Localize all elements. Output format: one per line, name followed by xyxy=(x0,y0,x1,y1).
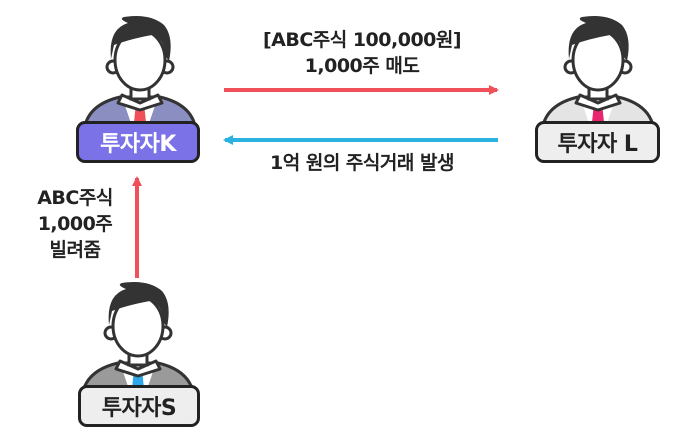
investor-l-label: 투자자 L xyxy=(535,121,660,163)
payment-label: 1억 원의 주식거래 발생 xyxy=(270,152,454,174)
sell-label-line1: [ABC주식 100,000원] xyxy=(262,29,462,51)
investor-l-figure xyxy=(540,14,656,134)
investor-s-label: 투자자S xyxy=(78,385,200,427)
sell-label: [ABC주식 100,000원] 1,000주 매도 xyxy=(232,27,492,79)
lend-label: ABC주식 1,000주 빌려줌 xyxy=(20,185,130,263)
investor-k-figure xyxy=(82,14,198,134)
lend-label-line1: ABC주식 xyxy=(37,187,113,209)
lend-label-line3: 빌려줌 xyxy=(49,239,101,261)
sell-label-line2: 1,000주 매도 xyxy=(304,55,420,77)
investor-s-figure xyxy=(80,280,196,400)
lend-label-line2: 1,000주 xyxy=(37,213,113,235)
investor-k-label: 투자자K xyxy=(76,121,200,163)
